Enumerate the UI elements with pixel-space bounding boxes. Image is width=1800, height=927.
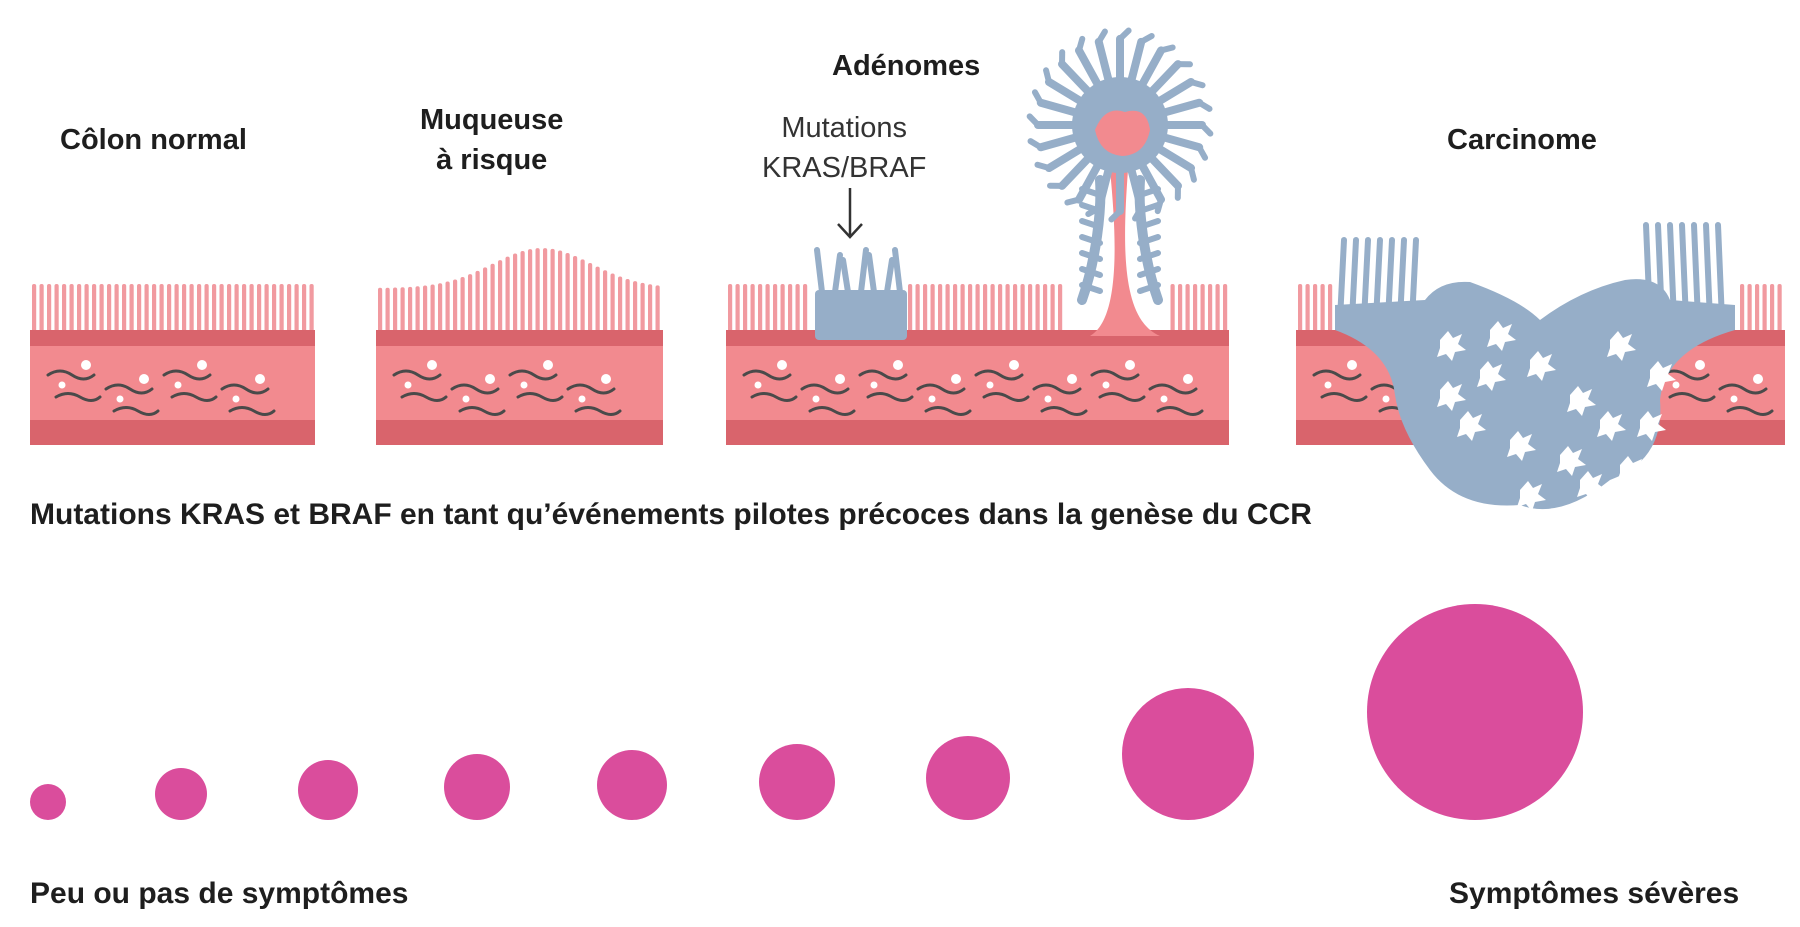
severity-circle [298, 760, 358, 820]
at-risk-tissue [376, 330, 663, 445]
severity-circles [30, 604, 1583, 820]
severity-circle [1367, 604, 1583, 820]
stage-adenomas-label: Adénomes [832, 50, 981, 82]
stage-carcinoma-label: Carcinome [1447, 124, 1597, 156]
kras-braf-annotation: Mutations KRAS/BRAF [762, 108, 926, 188]
adenoma-stage-villi [728, 284, 1228, 336]
severity-circle [597, 750, 667, 820]
stage-at-risk-label-line1: Muqueuse [420, 104, 564, 136]
normal-colon-villi [32, 284, 314, 336]
pedunculated-adenoma [1026, 27, 1214, 336]
adenoma-stage-tissue [726, 330, 1229, 445]
severity-circle [444, 754, 510, 820]
figure-caption: Mutations KRAS et BRAF en tant qu’événem… [30, 498, 1312, 531]
annotation-line1: Mutations [781, 112, 908, 144]
villi-layer [32, 248, 1782, 336]
carcinoma-villi-right [1740, 284, 1782, 336]
annotation-line2: KRAS/BRAF [762, 152, 927, 184]
carcinoma-mass [1335, 222, 1735, 511]
stage-at-risk-label-line2: à risque [436, 144, 548, 176]
stage-at-risk-mucosa-label: Muqueuse à risque [420, 100, 563, 180]
down-arrow-icon [837, 188, 863, 239]
severity-circle [759, 744, 835, 820]
stage-normal-colon-label: Côlon normal [60, 124, 247, 156]
carcinoma-villi-left [1298, 284, 1333, 336]
tumor-layer [814, 27, 1735, 511]
severity-circle [155, 768, 207, 820]
early-adenoma [814, 247, 907, 340]
severity-circle [30, 784, 66, 820]
severity-circle [1122, 688, 1254, 820]
severity-low-label: Peu ou pas de symptômes [30, 877, 409, 910]
severity-high-label: Symptômes sévères [1449, 877, 1740, 910]
normal-colon-tissue [30, 330, 315, 445]
severity-circle [926, 736, 1010, 820]
at-risk-villi [378, 248, 660, 336]
